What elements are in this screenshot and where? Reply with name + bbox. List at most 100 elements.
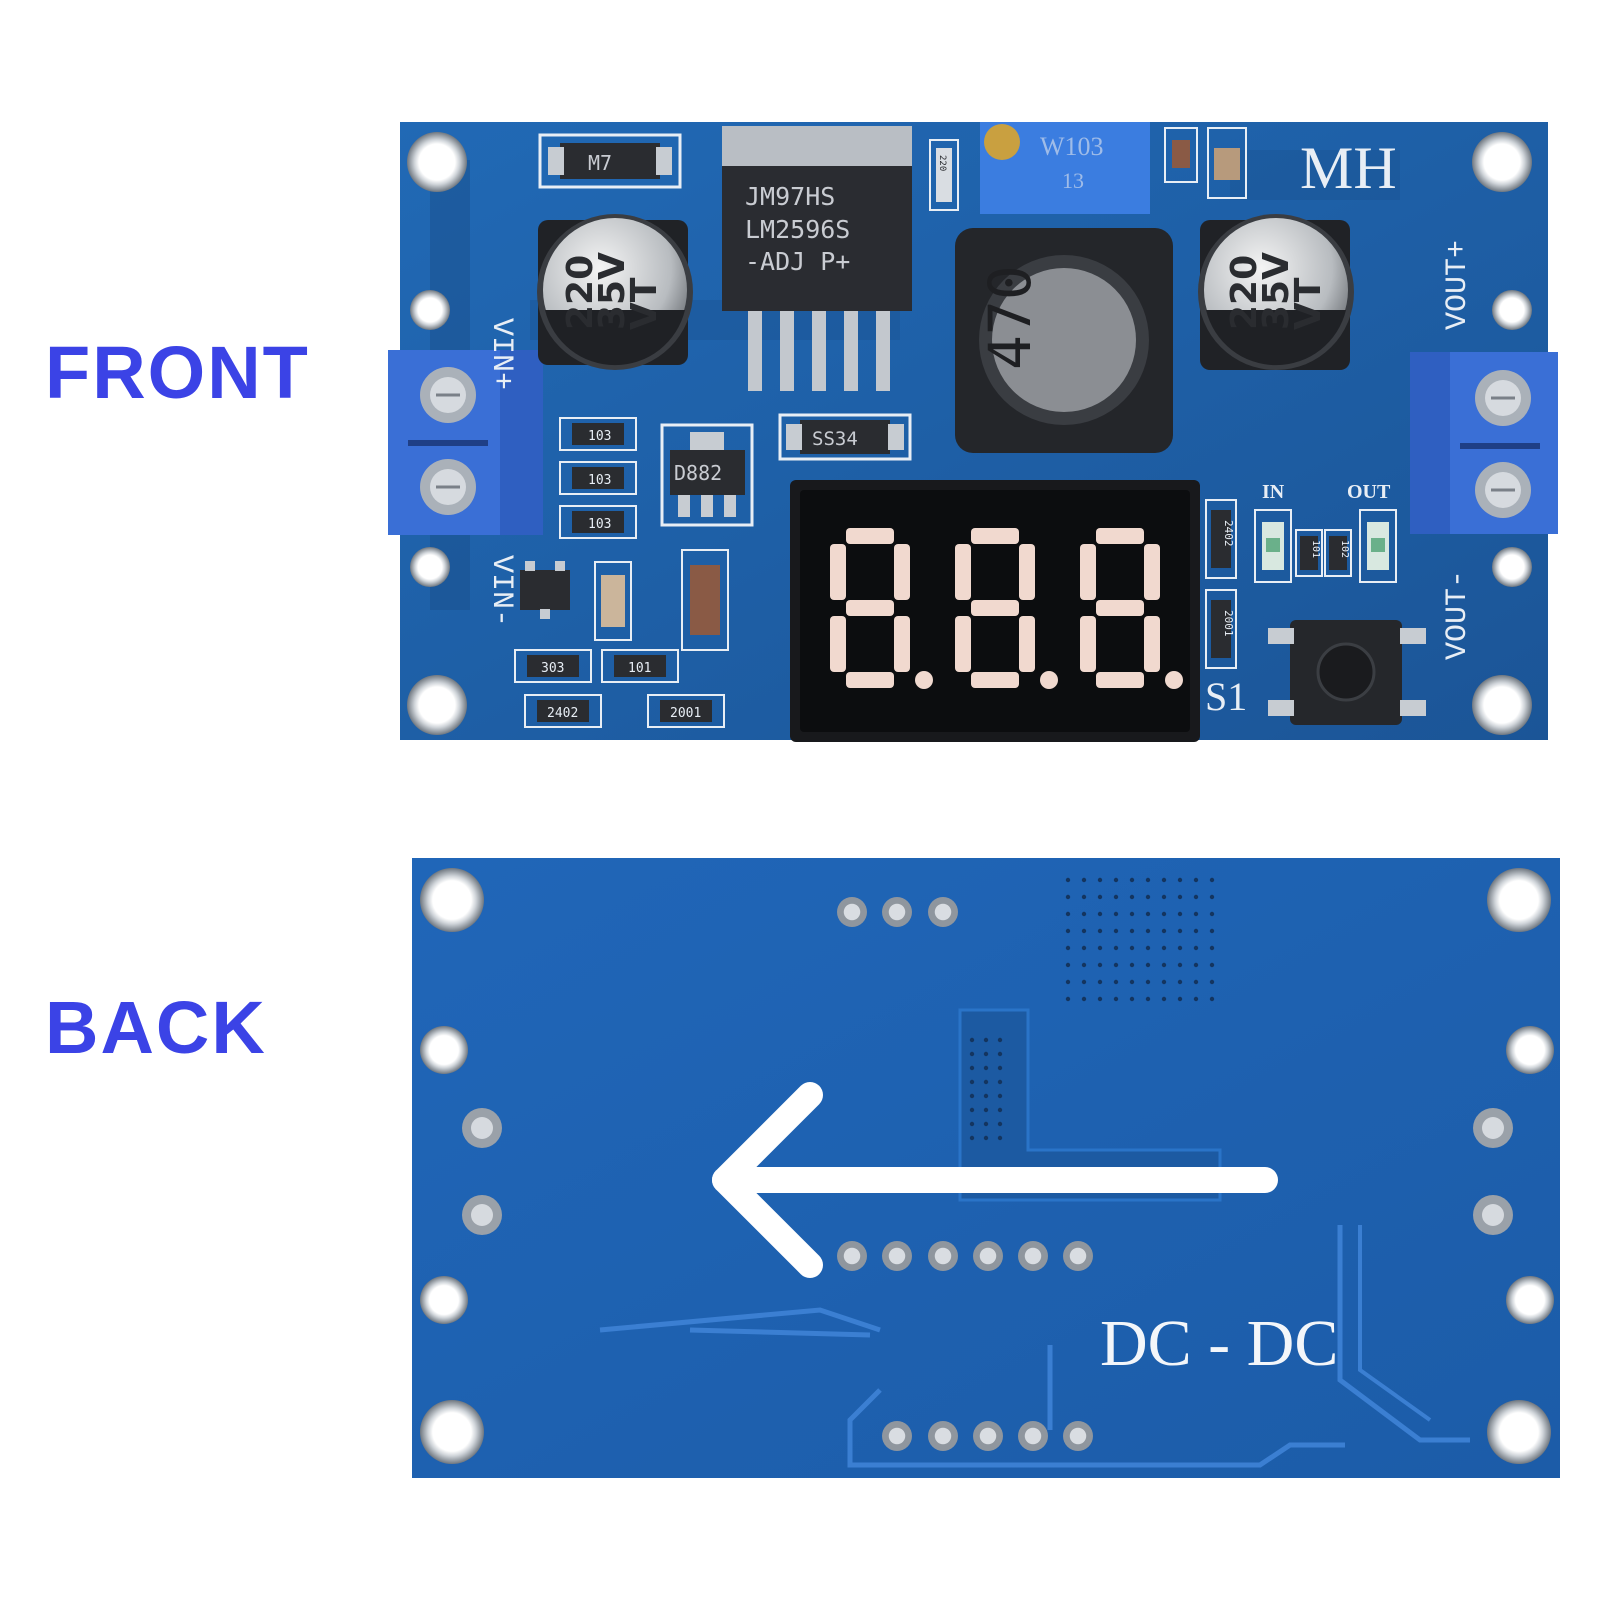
- arrow-icon: [712, 1082, 1278, 1278]
- via: [1177, 945, 1183, 951]
- via: [997, 1037, 1003, 1043]
- led-out-label: OUT: [1347, 481, 1391, 503]
- capacitor-right-line1: 220: [1224, 255, 1265, 330]
- via: [1193, 996, 1199, 1002]
- via: [1177, 894, 1183, 900]
- resistor-label: 2001: [1222, 610, 1235, 637]
- via: [1129, 962, 1135, 968]
- via: [1161, 911, 1167, 917]
- via: [1065, 979, 1071, 985]
- via: [1209, 911, 1215, 917]
- solder-pad-center: [1024, 1427, 1042, 1445]
- via: [1209, 928, 1215, 934]
- resistor-label: 103: [588, 429, 611, 444]
- via: [1065, 962, 1071, 968]
- via: [1193, 962, 1199, 968]
- via: [1161, 996, 1167, 1002]
- via: [1209, 979, 1215, 985]
- via: [1081, 962, 1087, 968]
- capacitor-right: 220 35V VT: [1198, 214, 1354, 370]
- via: [997, 1135, 1003, 1141]
- solder-pad-center: [979, 1247, 997, 1265]
- brand-mark: MH: [1300, 135, 1397, 201]
- via: [1081, 877, 1087, 883]
- transistor-label: D882: [674, 461, 722, 485]
- solder-pad-center: [934, 903, 952, 921]
- display-segment: [830, 616, 846, 672]
- potentiometer-line1: W103: [1040, 132, 1104, 161]
- display-segment: [894, 544, 910, 600]
- front-mounting-holes: [407, 132, 1532, 735]
- via: [1065, 996, 1071, 1002]
- via: [1113, 877, 1119, 883]
- resistor: 2402: [1205, 499, 1237, 579]
- dc-dc-label: DC - DC: [1100, 1307, 1338, 1380]
- display-digits: [830, 528, 1183, 689]
- solder-pad-center: [1069, 1247, 1087, 1265]
- pads-bottom: [882, 1421, 1093, 1451]
- potentiometer: W103 13: [980, 122, 1150, 214]
- via: [1113, 945, 1119, 951]
- regulator-line2: LM2596S: [745, 215, 850, 244]
- via: [1113, 996, 1119, 1002]
- display-segment: [1019, 616, 1035, 672]
- via: [1161, 962, 1167, 968]
- via: [1161, 894, 1167, 900]
- capacitor-left-line1: 220: [560, 255, 601, 330]
- via: [1145, 996, 1151, 1002]
- via: [1145, 962, 1151, 968]
- resistor: 2402: [524, 694, 602, 728]
- display-decimal-point: [1165, 671, 1183, 689]
- solder-pad-center: [888, 1247, 906, 1265]
- via: [1081, 979, 1087, 985]
- via: [1177, 928, 1183, 934]
- resistor: 103: [559, 505, 637, 539]
- push-button-s1: [1268, 620, 1426, 725]
- via: [983, 1135, 989, 1141]
- via: [1145, 911, 1151, 917]
- back-board: DC - DC: [412, 858, 1560, 1478]
- via: [1081, 894, 1087, 900]
- via: [1145, 877, 1151, 883]
- label-vin-minus: VIN-: [484, 555, 518, 627]
- button-label: S1: [1205, 674, 1247, 719]
- via: [1177, 877, 1183, 883]
- via: [1097, 894, 1103, 900]
- capacitor-right-line2: 35V: [1256, 252, 1297, 330]
- back-label: BACK: [45, 986, 267, 1069]
- resistor: 103: [559, 461, 637, 495]
- via: [1113, 911, 1119, 917]
- via: [969, 1051, 975, 1057]
- inductor-label: 470: [976, 265, 1044, 370]
- terminal-solder-joints: [462, 1108, 1513, 1235]
- display-segment: [830, 544, 846, 600]
- via: [1113, 979, 1119, 985]
- via: [983, 1093, 989, 1099]
- via: [1193, 928, 1199, 934]
- diode-m7-label: M7: [588, 151, 612, 175]
- solder-pad-center: [843, 1247, 861, 1265]
- seven-segment-display: [790, 480, 1200, 742]
- back-mounting-holes: [420, 868, 1554, 1464]
- solder-pad-center: [934, 1427, 952, 1445]
- resistor-label: 102: [1339, 540, 1350, 558]
- via: [969, 1065, 975, 1071]
- pads-middle: [837, 1241, 1093, 1271]
- resistor: 101: [601, 649, 679, 683]
- via: [969, 1107, 975, 1113]
- output-terminal-block: [1410, 352, 1558, 534]
- display-segment: [1096, 672, 1144, 688]
- via: [969, 1037, 975, 1043]
- solder-pad-center: [1024, 1247, 1042, 1265]
- display-segment: [955, 616, 971, 672]
- via: [1177, 996, 1183, 1002]
- display-segment: [1144, 544, 1160, 600]
- via: [1193, 945, 1199, 951]
- via: [1209, 962, 1215, 968]
- diode-ss34: SS34: [778, 413, 912, 461]
- label-vout-minus: VOUT-: [1441, 570, 1475, 660]
- potentiometer-line2: 13: [1062, 168, 1084, 193]
- regulator-line3: -ADJ P+: [745, 247, 850, 276]
- via: [1081, 945, 1087, 951]
- via: [969, 1121, 975, 1127]
